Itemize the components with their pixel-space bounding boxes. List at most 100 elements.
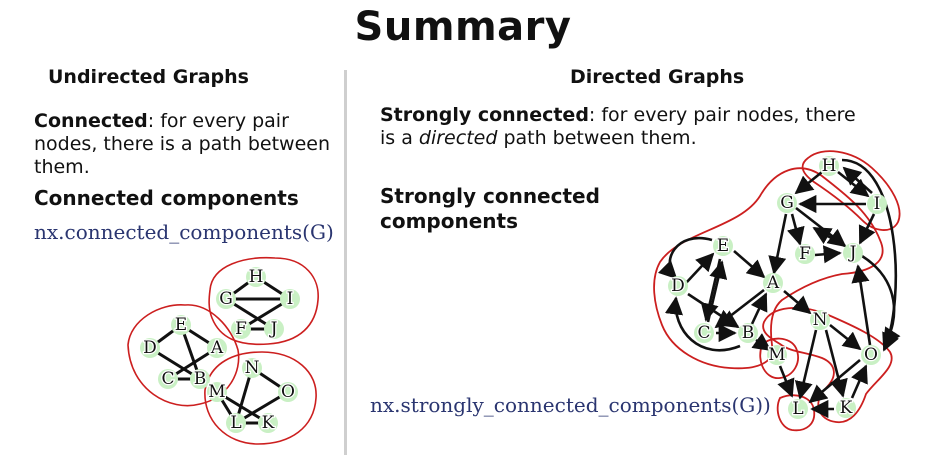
arc-c-e [706, 260, 728, 323]
svg-text:E: E [717, 236, 729, 256]
arc-e-a [733, 250, 766, 279]
directed-header: Directed Graphs [570, 66, 745, 88]
svg-text:I: I [874, 194, 881, 214]
column-divider [344, 70, 347, 455]
u-node-h: H [246, 266, 266, 288]
svg-text:L: L [792, 399, 803, 419]
u-node-l: L [226, 412, 246, 434]
d-node-o: O [861, 344, 881, 366]
arc-b-d-curve [664, 296, 741, 352]
arc-g-a [768, 213, 788, 275]
svg-text:J: J [848, 243, 857, 263]
u-node-f: F [231, 318, 251, 340]
arc-n-k [824, 329, 848, 398]
svg-text:F: F [799, 244, 811, 264]
strong-def-2a: is a [380, 127, 419, 149]
page-title: Summary [354, 4, 572, 50]
svg-text:G: G [219, 289, 233, 309]
svg-text:M: M [208, 382, 225, 402]
connected-components-heading: Connected components [34, 186, 299, 210]
d-node-a: A [763, 272, 783, 294]
component-outline-mnokl [204, 351, 317, 445]
arc-a-n [783, 290, 812, 315]
d-node-n: N [810, 309, 830, 331]
component-outline-defab [127, 304, 240, 407]
undirected-header: Undirected Graphs [48, 66, 249, 88]
svg-text:C: C [161, 369, 174, 389]
arc-g-j [795, 206, 847, 248]
u-node-m: M [207, 381, 227, 403]
strong-def-line1: : for every pair nodes, there [588, 104, 856, 126]
d-node-f: F [795, 243, 815, 265]
arc-b-m [751, 333, 772, 352]
strong-components-heading: Strongly connected components [380, 184, 600, 234]
svg-text:A: A [766, 273, 780, 293]
strong-components-heading-2: components [380, 209, 518, 233]
arc-o-j [851, 264, 872, 346]
d-node-l: L [788, 398, 808, 420]
arc-n-l [794, 329, 818, 400]
svg-text:K: K [840, 398, 853, 418]
d-node-j: J [843, 242, 863, 264]
svg-text:N: N [245, 358, 260, 378]
d-node-d: D [668, 275, 688, 297]
scc-outline-hi [801, 150, 901, 231]
d-node-b: B [738, 322, 758, 344]
d-node-e: E [713, 235, 733, 257]
strong-components-code: nx.strongly_connected_components(G)) [370, 393, 771, 417]
u-node-i: I [280, 288, 300, 310]
svg-text:O: O [281, 382, 295, 402]
d-node-i: I [867, 193, 887, 215]
u-node-o: O [278, 381, 298, 403]
edge-o-l [234, 390, 290, 425]
svg-text:N: N [813, 310, 828, 330]
strong-term: Strongly connected [380, 104, 589, 126]
arc-h-g [794, 170, 823, 195]
svg-text:C: C [697, 323, 710, 343]
u-node-e: E [171, 314, 191, 336]
d-node-c: C [694, 322, 714, 344]
svg-text:F: F [235, 319, 247, 339]
svg-text:I: I [287, 289, 294, 309]
d-node-g: G [777, 192, 797, 214]
svg-text:G: G [780, 193, 794, 213]
arc-b-a [750, 292, 768, 325]
connected-def-line3: them. [34, 156, 90, 178]
arc-k-o [850, 364, 868, 399]
arc-m-l [777, 365, 795, 398]
scc-outline-large [653, 167, 884, 370]
component-outline-ghijf [208, 256, 319, 346]
d-node-h: H [819, 155, 839, 177]
arc-j-o-curve [861, 254, 901, 347]
connected-term: Connected [34, 110, 148, 132]
u-node-g: G [216, 288, 236, 310]
d-node-m: M [767, 344, 787, 366]
u-node-n: N [242, 357, 262, 379]
arc-f-j [814, 245, 842, 264]
u-node-b: B [190, 368, 210, 390]
u-node-d: D [140, 337, 160, 359]
d-node-k: K [836, 397, 856, 419]
svg-text:A: A [210, 338, 224, 358]
svg-text:O: O [864, 345, 878, 365]
svg-text:M: M [768, 345, 785, 365]
svg-text:H: H [249, 267, 264, 287]
arc-e-d-curve [657, 236, 713, 280]
strong-components-heading-1: Strongly connected [380, 184, 600, 208]
u-node-c: C [158, 368, 178, 390]
svg-text:H: H [822, 156, 837, 176]
arc-g-f [786, 213, 805, 246]
arc-n-o [829, 323, 862, 351]
arc-a-c [714, 288, 765, 329]
svg-text:D: D [671, 276, 685, 296]
svg-text:J: J [269, 319, 278, 339]
svg-text:E: E [175, 315, 187, 335]
arc-i-h [842, 166, 873, 194]
svg-text:D: D [143, 338, 157, 358]
u-node-j: J [264, 318, 284, 340]
svg-text:K: K [262, 413, 275, 433]
connected-components-code: nx.connected_components(G) [34, 220, 334, 244]
u-node-k: K [258, 412, 278, 434]
strongly-connected-definition: Strongly connected: for every pair nodes… [380, 104, 900, 150]
